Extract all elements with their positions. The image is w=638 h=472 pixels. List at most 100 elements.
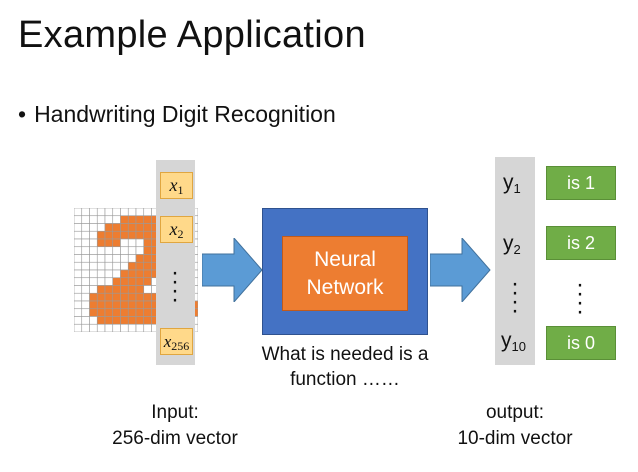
- grid-cell: [120, 261, 129, 271]
- grid-cell: [112, 261, 121, 271]
- grid-cell: [96, 285, 106, 294]
- grid-cell: [120, 208, 129, 217]
- grid-cell: [89, 261, 98, 271]
- grid-cell: [143, 254, 152, 263]
- grid-cell: [127, 223, 137, 232]
- grid-cell: [74, 208, 83, 217]
- input-caption: Input: 256-dim vector: [90, 400, 260, 452]
- grid-cell: [104, 292, 114, 302]
- grid-cell: [127, 285, 137, 294]
- bullet-item: •Handwriting Digit Recognition: [18, 101, 336, 128]
- grid-cell: [120, 223, 129, 232]
- input-caption-line2: 256-dim vector: [112, 428, 238, 449]
- grid-cell: [143, 246, 152, 255]
- grid-cell: [135, 277, 145, 286]
- grid-cell: [104, 323, 114, 332]
- grid-cell: [96, 223, 106, 232]
- grid-cell: [81, 215, 90, 224]
- grid-cell: [135, 300, 145, 310]
- grid-cell: [127, 230, 137, 240]
- grid-cell: [127, 323, 137, 332]
- grid-cell: [96, 316, 106, 325]
- grid-cell: [104, 316, 114, 325]
- grid-cell: [74, 230, 83, 240]
- grid-cell: [112, 292, 121, 302]
- grid-cell: [81, 254, 90, 263]
- grid-cell: [104, 208, 114, 217]
- grid-cell: [104, 246, 114, 255]
- grid-cell: [143, 300, 152, 310]
- output-label-is-1: is 1: [546, 166, 616, 200]
- grid-cell: [120, 316, 129, 325]
- grid-cell: [120, 292, 129, 302]
- grid-cell: [81, 269, 90, 279]
- grid-cell: [112, 230, 121, 240]
- output-y1-label: y1: [503, 171, 521, 196]
- grid-cell: [74, 223, 83, 232]
- grid-cell: [143, 269, 152, 279]
- grid-cell: [81, 292, 90, 302]
- grid-cell: [89, 208, 98, 217]
- grid-cell: [96, 300, 106, 310]
- output-labels-ellipsis: ····: [576, 271, 584, 325]
- grid-cell: [96, 246, 106, 255]
- grid-cell: [104, 308, 114, 317]
- grid-cell: [89, 292, 98, 302]
- grid-cell: [120, 215, 129, 224]
- grid-cell: [81, 246, 90, 255]
- network-label-line1: Neural: [314, 247, 376, 271]
- output-arrow-icon: [430, 238, 491, 302]
- grid-cell: [81, 308, 90, 317]
- grid-cell: [120, 323, 129, 332]
- grid-cell: [89, 308, 98, 317]
- grid-cell: [74, 323, 83, 332]
- grid-cell: [104, 215, 114, 224]
- grid-cell: [112, 269, 121, 279]
- grid-cell: [120, 277, 129, 286]
- input-x2-base: x: [169, 219, 178, 239]
- grid-cell: [127, 246, 137, 255]
- grid-cell: [96, 215, 106, 224]
- output-caption: output: 10-dim vector: [440, 400, 590, 452]
- grid-cell: [89, 285, 98, 294]
- grid-cell: [96, 208, 106, 217]
- grid-cell: [135, 208, 145, 217]
- grid-cell: [120, 246, 129, 255]
- grid-cell: [143, 292, 152, 302]
- input-x1-base: x: [169, 175, 178, 195]
- input-arrow-icon: [202, 238, 263, 302]
- output-label-is-2: is 2: [546, 226, 616, 260]
- grid-cell: [143, 285, 152, 294]
- grid-cell: [96, 230, 106, 240]
- grid-cell: [89, 215, 98, 224]
- grid-cell: [74, 254, 83, 263]
- grid-cell: [135, 254, 145, 263]
- grid-cell: [112, 246, 121, 255]
- grid-cell: [135, 246, 145, 255]
- grid-cell: [112, 223, 121, 232]
- grid-cell: [81, 300, 90, 310]
- grid-cell: [96, 238, 106, 248]
- output-y2-label: y2: [503, 232, 521, 257]
- grid-cell: [143, 223, 152, 232]
- grid-cell: [96, 277, 106, 286]
- grid-cell: [120, 254, 129, 263]
- grid-cell: [112, 277, 121, 286]
- grid-cell: [89, 223, 98, 232]
- grid-cell: [143, 230, 152, 240]
- grid-cell: [127, 261, 137, 271]
- grid-cell: [127, 269, 137, 279]
- grid-cell: [135, 316, 145, 325]
- grid-cell: [112, 254, 121, 263]
- grid-cell: [89, 300, 98, 310]
- grid-cell: [96, 308, 106, 317]
- grid-cell: [74, 316, 83, 325]
- grid-cell: [74, 246, 83, 255]
- output-y10-base: y: [501, 329, 512, 352]
- input-x2-box: x2: [160, 216, 193, 243]
- grid-cell: [81, 261, 90, 271]
- grid-cell: [89, 316, 98, 325]
- grid-cell: [135, 308, 145, 317]
- input-x256-box: x256: [160, 328, 193, 355]
- grid-cell: [104, 277, 114, 286]
